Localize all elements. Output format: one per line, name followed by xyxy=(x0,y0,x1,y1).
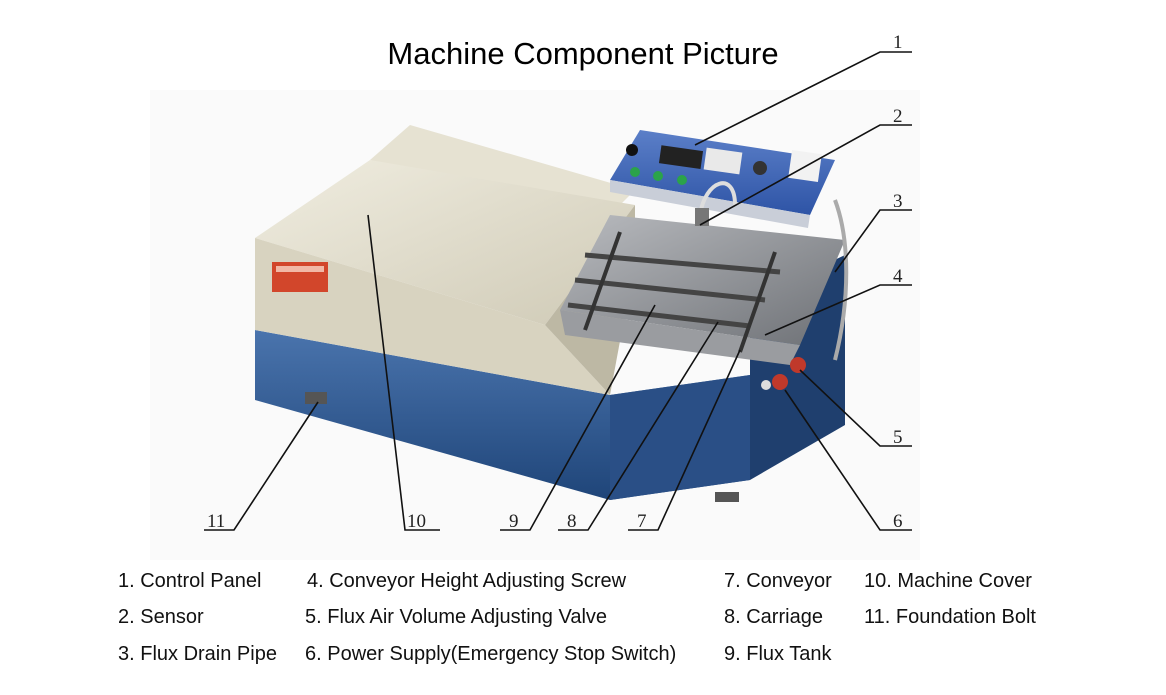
legend-item-sensor: 2. Sensor xyxy=(118,606,204,628)
machine-cover xyxy=(255,125,635,395)
callout-5: 5 xyxy=(893,427,903,448)
callout-11: 11 xyxy=(207,511,225,532)
callout-4: 4 xyxy=(893,266,903,287)
legend-item-control-panel: 1. Control Panel xyxy=(118,570,262,592)
legend-item-flux-tank: 9. Flux Tank xyxy=(724,643,832,665)
callout-2: 2 xyxy=(893,106,903,127)
legend-item-flux-drain-pipe: 3. Flux Drain Pipe xyxy=(118,643,277,665)
callout-3: 3 xyxy=(893,191,903,212)
legend-item-carriage: 8. Carriage xyxy=(724,606,823,628)
leader-lines xyxy=(204,51,912,531)
callout-10: 10 xyxy=(407,511,426,532)
callout-1: 1 xyxy=(893,32,903,53)
legend-item-conveyor-height-screw: 4. Conveyor Height Adjusting Screw xyxy=(307,570,627,592)
legend-item-flux-air-valve: 5. Flux Air Volume Adjusting Valve xyxy=(305,606,608,628)
page-title: Machine Component Picture xyxy=(387,36,779,71)
legend-item-foundation-bolt: 11. Foundation Bolt xyxy=(864,606,1036,628)
callout-7: 7 xyxy=(637,511,647,532)
conveyor-graphic xyxy=(560,181,849,390)
callout-6: 6 xyxy=(893,511,903,532)
callout-9: 9 xyxy=(509,511,519,532)
legend-item-conveyor: 7. Conveyor xyxy=(724,570,832,592)
legend-item-machine-cover: 10. Machine Cover xyxy=(864,570,1032,592)
callout-8: 8 xyxy=(567,511,577,532)
legend-item-power-supply: 6. Power Supply(Emergency Stop Switch) xyxy=(305,643,677,665)
control-panel-graphic xyxy=(610,130,835,228)
